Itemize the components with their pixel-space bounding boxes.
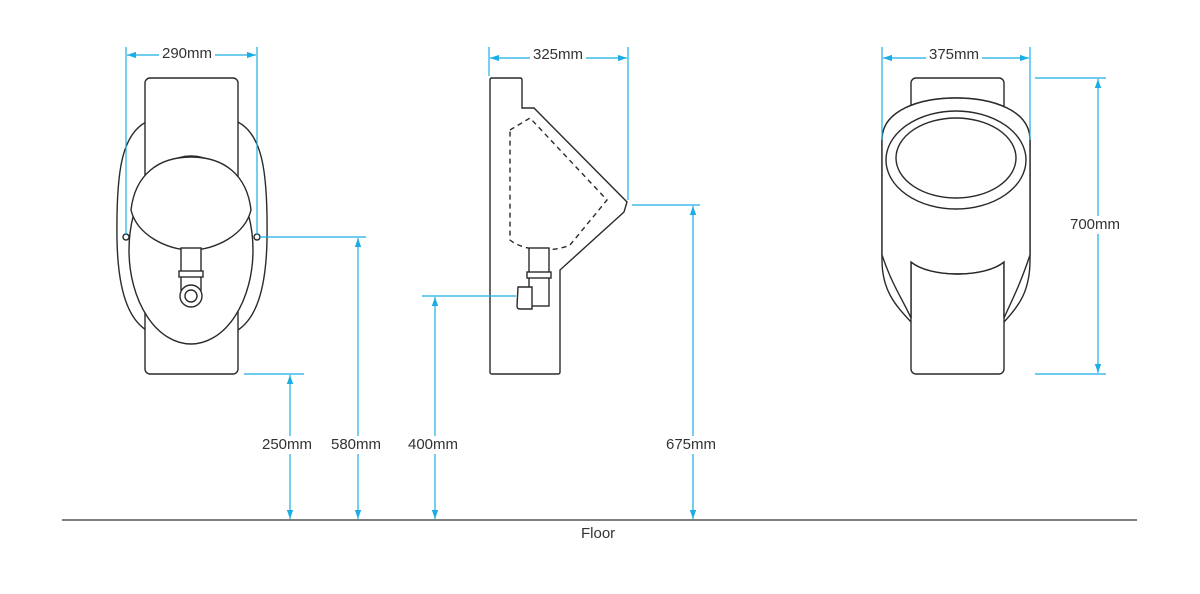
front-view-urinal: [116, 77, 268, 375]
dim-rim-height: [632, 204, 700, 519]
fixing-height-label: 580mm: [328, 436, 385, 454]
side-outlet-connector: [516, 286, 533, 310]
front-spout-collar: [178, 270, 204, 278]
front-right-flange: [237, 121, 268, 331]
front-bowl-opening: [130, 156, 252, 251]
dim-outlet-height: [422, 295, 516, 519]
third-view-urinal: [881, 77, 1031, 375]
third-lip-curve: [910, 261, 1005, 275]
front-left-flange: [116, 121, 147, 331]
side-view-urinal: [489, 77, 628, 375]
outlet-height-label: 400mm: [405, 436, 462, 454]
dim-fixing-height: [260, 236, 366, 519]
base-height-label: 250mm: [259, 436, 316, 454]
third-rim-inner: [895, 117, 1017, 199]
third-width-label: 375mm: [926, 46, 983, 64]
rim-height-label: 675mm: [663, 436, 720, 454]
floor-label: Floor: [578, 525, 619, 543]
front-width-label: 290mm: [159, 45, 216, 63]
third-back-bottom: [910, 259, 1005, 375]
front-outlet-hole: [184, 289, 198, 303]
side-depth-label: 325mm: [530, 46, 587, 64]
front-spout-pipe: [180, 247, 202, 291]
side-spout-collar: [526, 271, 552, 279]
third-height-label: 700mm: [1067, 216, 1124, 234]
